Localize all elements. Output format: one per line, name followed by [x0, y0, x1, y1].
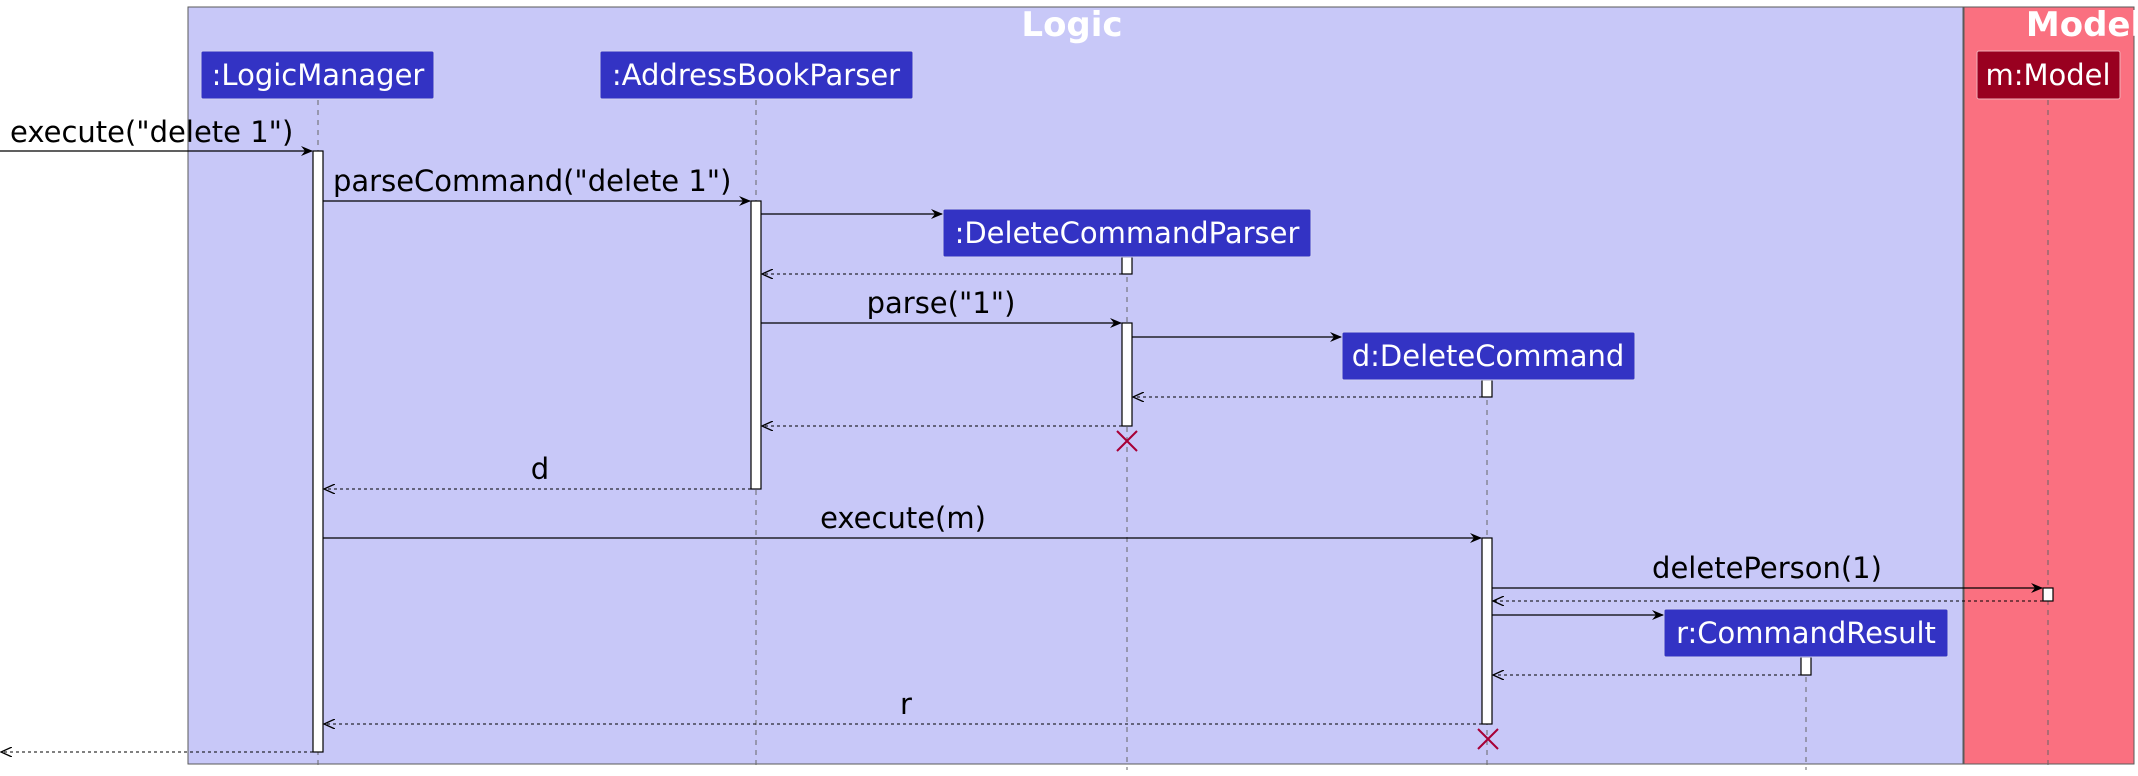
participant-box — [200, 50, 435, 100]
activation-model — [2042, 587, 2054, 602]
message-label-execute-model: execute(m) — [820, 501, 986, 535]
model-group-box — [1963, 6, 2135, 765]
activation-delete-command-parser-parse — [1121, 322, 1133, 427]
participant-label: m:Model — [1985, 58, 2110, 92]
participant-label: :AddressBookParser — [612, 58, 900, 92]
return-arrows — [1, 274, 2043, 752]
activation-address-book-parser — [750, 200, 762, 490]
message-label-execute-delete: execute("delete 1") — [10, 115, 293, 149]
participant-command-result: r:CommandResult — [1663, 608, 1949, 658]
activation-bars — [312, 150, 2054, 753]
participant-model: m:Model — [1976, 50, 2121, 100]
participant-address-book-parser: :AddressBookParser — [599, 50, 914, 100]
model-group-title: Model — [2026, 5, 2138, 45]
logic-group-title: Logic — [1021, 5, 1122, 45]
activation-logic-manager — [312, 150, 324, 753]
participant-logic-manager: :LogicManager — [200, 50, 435, 100]
x-mark-icon — [1477, 728, 1499, 750]
participant-delete-command-parser: :DeleteCommandParser — [942, 208, 1312, 258]
participant-delete-command: d:DeleteCommand — [1341, 331, 1636, 381]
participant-box — [1976, 50, 2121, 100]
message-label-parse: parse("1") — [867, 286, 1016, 320]
participant-box — [599, 50, 914, 100]
participant-box — [1341, 331, 1636, 381]
participant-box — [1663, 608, 1949, 658]
activation-delete-command-parser-create — [1121, 256, 1133, 275]
message-labels: execute("delete 1") parseCommand("delete… — [10, 115, 1882, 721]
participant-label: :DeleteCommandParser — [955, 216, 1300, 250]
participant-box — [942, 208, 1312, 258]
message-label-r: r — [900, 687, 912, 721]
activation-delete-command-execute — [1481, 537, 1493, 725]
message-label-d: d — [531, 452, 549, 486]
x-mark-icon — [1116, 430, 1138, 452]
activation-command-result — [1800, 656, 1812, 676]
participant-label: :LogicManager — [212, 58, 425, 92]
message-label-parse-command: parseCommand("delete 1") — [333, 164, 731, 198]
call-arrows — [0, 146, 2043, 620]
participant-label: r:CommandResult — [1676, 616, 1936, 650]
model-group: Model — [1963, 5, 2138, 765]
activation-delete-command-create — [1481, 379, 1493, 398]
message-label-delete-person: deletePerson(1) — [1652, 551, 1882, 585]
participant-label: d:DeleteCommand — [1352, 339, 1625, 373]
